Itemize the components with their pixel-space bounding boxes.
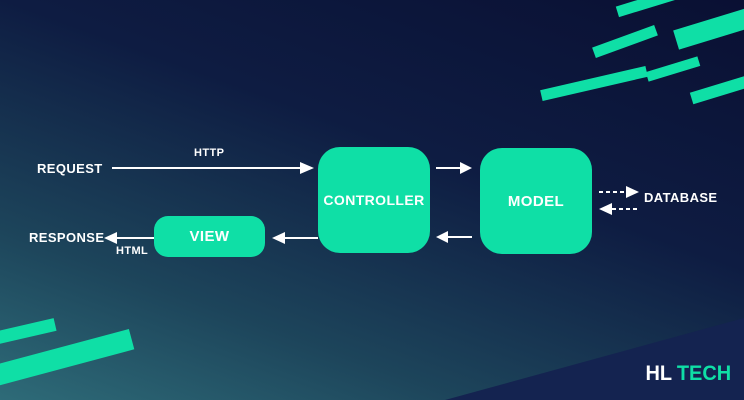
logo-hl-text: HL xyxy=(645,362,672,385)
view-node: VIEW xyxy=(154,216,265,257)
request-label: REQUEST xyxy=(37,161,103,176)
decor-stripe-top-right-3 xyxy=(592,25,658,58)
decor-stripe-top-right-1 xyxy=(615,0,681,18)
database-label: DATABASE xyxy=(644,190,718,205)
corner-wedge xyxy=(445,318,744,400)
model-to-database-dashed-arrow xyxy=(599,186,639,198)
decor-stripe-top-right-2 xyxy=(673,2,744,50)
view-node-label: VIEW xyxy=(189,228,230,245)
decor-stripe-top-right-5 xyxy=(540,65,648,102)
html-edge-label: HTML xyxy=(116,245,149,257)
controller-node-label: CONTROLLER xyxy=(323,192,425,208)
decor-stripe-top-right-6 xyxy=(689,71,744,105)
model-to-controller-arrow xyxy=(436,231,472,243)
response-label: RESPONSE xyxy=(29,230,105,245)
controller-node: CONTROLLER xyxy=(318,147,430,253)
model-node-label: MODEL xyxy=(507,192,565,210)
request-to-controller-arrow xyxy=(112,162,314,174)
decor-stripe-bottom-left-1 xyxy=(0,318,57,347)
view-to-response-arrow xyxy=(104,232,154,244)
logo-tech-text: TECH xyxy=(676,362,731,385)
controller-to-view-arrow xyxy=(272,232,318,244)
model-node: MODEL xyxy=(480,148,592,254)
decor-stripe-top-right-4 xyxy=(645,56,701,82)
controller-to-model-arrow xyxy=(436,162,472,174)
http-edge-label: HTTP xyxy=(194,147,225,159)
database-to-model-dashed-arrow xyxy=(599,203,639,215)
